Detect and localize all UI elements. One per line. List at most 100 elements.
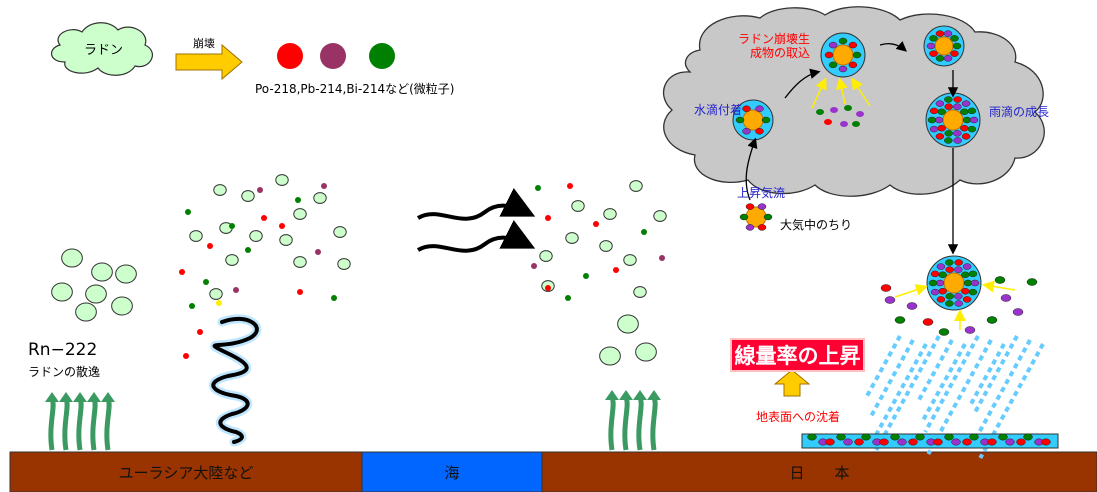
dose-rise-arrow: [773, 369, 811, 397]
radon-emission-arrows-japan: [605, 390, 661, 451]
dust-core: [745, 206, 767, 228]
radon-puff: [313, 192, 327, 204]
free-particle: [994, 276, 1006, 284]
rain-streak: [969, 343, 1006, 405]
attached-particle: [961, 287, 970, 295]
particle: [216, 300, 222, 306]
attached-particle: [954, 266, 963, 273]
cloud-droplet-stages: [732, 25, 1038, 336]
attached-particle: [954, 259, 963, 266]
free-particle: [830, 107, 838, 113]
particle: [203, 279, 209, 285]
emission-arrow-head: [59, 392, 73, 402]
attached-particle: [929, 125, 939, 133]
attached-particle: [950, 35, 959, 42]
radon-puff: [209, 288, 223, 300]
particle: [567, 183, 573, 189]
attached-particle: [945, 300, 954, 307]
decay-label: 崩壊: [193, 37, 215, 50]
rain-streak: [865, 335, 902, 397]
radon-puff: [275, 174, 289, 186]
attached-particle: [937, 108, 946, 116]
deposited-particle: [1023, 433, 1033, 441]
deposited-particle: [969, 433, 979, 441]
free-particle: [906, 302, 918, 310]
attached-particle: [828, 41, 838, 49]
attached-particle: [953, 103, 962, 110]
emission-arrow: [76, 398, 84, 451]
particle: [531, 263, 537, 269]
radon-puff: [571, 200, 585, 212]
deposited-particle: [843, 438, 853, 446]
deposited-particle: [825, 438, 835, 446]
radon-puff: [635, 342, 657, 362]
radon-puff: [111, 296, 133, 316]
radon-puffs: [51, 174, 667, 366]
free-particle: [816, 109, 824, 115]
radon-puff: [333, 226, 347, 238]
free-particle: [824, 119, 832, 125]
dust-core: [934, 36, 954, 56]
free-particle: [880, 284, 892, 292]
attached-particle: [928, 279, 938, 287]
attached-particle: [935, 133, 945, 140]
attached-particle: [929, 107, 939, 115]
attached-particle: [967, 125, 977, 133]
emission-arrow-head: [87, 392, 101, 402]
radon-puff: [293, 208, 307, 220]
attached-particle: [742, 105, 751, 112]
free-particle: [1012, 308, 1024, 316]
deposition-label: 地表面への沈着: [756, 410, 841, 424]
deposited-particle: [890, 433, 900, 441]
emission-arrow: [62, 398, 70, 451]
attached-particle: [852, 51, 862, 59]
radon-puff: [241, 190, 255, 202]
particle: [331, 295, 337, 301]
particle: [261, 215, 267, 221]
radon-puff: [653, 210, 667, 222]
isotope-label: Rn−222: [28, 340, 98, 360]
rain-streak: [975, 339, 1032, 437]
attached-particle: [944, 96, 953, 103]
deposited-particle: [1016, 438, 1026, 446]
emission-arrow: [48, 398, 56, 451]
tornado-updraft: [209, 314, 262, 447]
attached-particle: [960, 108, 969, 116]
radon-emission-arrows: [45, 392, 115, 451]
sea-label: 海: [444, 463, 460, 482]
attached-particle: [962, 263, 972, 270]
uptake-arrows: [811, 77, 871, 109]
free-particle: [986, 316, 998, 324]
emission-arrow: [622, 396, 630, 451]
attached-particle: [930, 288, 940, 296]
deposited-particle: [836, 433, 846, 441]
radon-puff: [61, 248, 83, 268]
attached-particle: [927, 116, 937, 124]
dust-core: [943, 272, 965, 294]
attached-particle: [757, 203, 767, 210]
droplet-label: 水滴付着: [694, 103, 743, 117]
attached-particle: [763, 213, 773, 221]
atmospheric-dust-particle: [739, 203, 773, 231]
free-particle: [1000, 294, 1012, 302]
deposited-particle: [861, 433, 871, 441]
attached-particle: [935, 100, 945, 107]
deposited-particle: [944, 433, 954, 441]
particle: [321, 183, 327, 189]
radon-puff: [539, 250, 553, 262]
deposited-particle: [933, 438, 943, 446]
radon-legend-label: ラドン: [84, 43, 124, 58]
particle: [229, 223, 235, 229]
attached-particle: [970, 279, 980, 287]
attached-particle: [945, 293, 954, 300]
radon-puff: [633, 286, 647, 298]
decay-arrow: [175, 43, 243, 81]
attached-particle: [967, 107, 977, 115]
free-particle: [964, 326, 976, 334]
dose-rise-box: 線量率の上昇: [730, 338, 865, 372]
attached-particle: [962, 296, 972, 303]
attached-particle: [828, 61, 838, 69]
attached-particle: [960, 124, 969, 132]
uptake-label: ラドン崩壊生 成物の取込: [738, 32, 811, 60]
